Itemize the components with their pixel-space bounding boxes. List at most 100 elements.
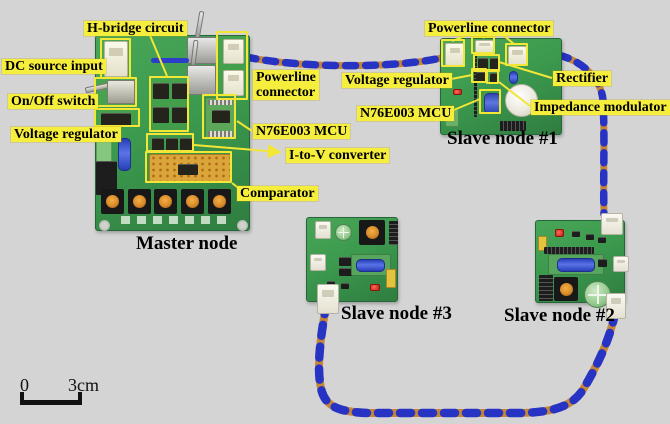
mosfet (172, 107, 188, 123)
silkscreen-text (121, 216, 233, 224)
bottom-header (500, 121, 526, 131)
box-s1-connector-right (505, 43, 528, 66)
push-button (101, 189, 124, 214)
toggle-lever-icon (194, 10, 205, 40)
label-powerline-master-line1: Powerline (256, 70, 316, 85)
electrolytic-capacitor (118, 138, 131, 171)
box-onoff-switch (94, 77, 137, 107)
onoff-switch-body (107, 80, 135, 104)
pin-header (208, 100, 233, 105)
mounting-hole (99, 220, 110, 231)
caption-slave-node-3: Slave node #3 (341, 303, 452, 324)
powerline-connector-bottom (317, 284, 339, 314)
pin-header (389, 221, 398, 245)
scale-bar-zero: 0 (20, 375, 29, 395)
label-h-bridge: H-bridge circuit (84, 21, 187, 37)
comparator-ic (178, 164, 198, 175)
connector (310, 254, 326, 271)
label-rectifier: Rectifier (553, 71, 612, 87)
ic-chip (586, 234, 594, 240)
label-onoff-switch: On/Off switch (8, 94, 99, 110)
box-comparator (145, 151, 232, 183)
label-comparator: Comparator (237, 186, 318, 202)
box-s1-mcu (479, 89, 501, 114)
label-powerline-master-line2: connector (256, 85, 316, 101)
label-dc-source: DC source input (2, 59, 106, 75)
toggle-switch (187, 65, 216, 95)
box-s1-connector-top (471, 36, 495, 54)
caption-master-node: Master node (136, 233, 238, 254)
yellow-header (538, 236, 547, 251)
mosfet (153, 107, 169, 123)
pin-header (544, 247, 594, 254)
scale-bar: 0 3cm (18, 375, 108, 411)
box-s1-impedance (486, 69, 499, 84)
ic-chip (572, 231, 580, 237)
blue-capacitor (356, 259, 385, 272)
box-s1-connector-left (441, 39, 465, 67)
dc-input-connector (104, 41, 128, 77)
box-powerline-master (216, 31, 248, 100)
red-led (555, 229, 564, 237)
slave-node-3-board (306, 217, 398, 314)
push-button (154, 189, 177, 214)
push-button (181, 189, 204, 214)
mosfet (172, 83, 188, 99)
relay-component (96, 161, 117, 195)
mcu-module (205, 97, 236, 139)
push-button (359, 220, 385, 245)
box-voltage-regulator-master (94, 108, 140, 127)
powerline-connector-top (601, 213, 623, 235)
box-i-to-v (146, 133, 194, 152)
voltage-regulator-chip (476, 72, 487, 82)
green-capacitor (335, 224, 352, 241)
sub-board (351, 254, 391, 276)
blue-jumper-wire (151, 58, 189, 63)
label-mcu-slave1: N76E003 MCU (357, 106, 455, 122)
voltage-regulator-chip (101, 113, 131, 126)
ic-chip (598, 259, 607, 267)
box-mcu-master (202, 94, 236, 139)
scale-bar-bracket (20, 392, 82, 405)
pin-header (208, 131, 233, 137)
yellow-jumper (386, 269, 396, 288)
rectifier-diode (478, 58, 488, 71)
connector (315, 221, 331, 239)
blue-capacitor (557, 258, 595, 272)
rectifier-diode (490, 58, 499, 71)
label-i-to-v: I-to-V converter (286, 148, 390, 164)
mcu-chip (212, 110, 230, 123)
powerline-connector-a (223, 39, 244, 64)
relay-component (152, 138, 164, 152)
ic-chip (341, 283, 349, 289)
push-button (128, 189, 151, 214)
wire-master-slave1-twist (242, 53, 450, 70)
impedance-modulator-chip (490, 73, 498, 84)
pin-header (539, 275, 553, 301)
label-mcu-master: N76E003 MCU (253, 124, 351, 140)
box-s1-voltage-regulator (471, 68, 487, 83)
powerline-connector-bottom (606, 293, 626, 319)
scale-bar-length: 3cm (68, 375, 99, 395)
slave-node-1-board (440, 38, 562, 135)
red-led (370, 284, 380, 291)
caption-slave-node-2: Slave node #2 (504, 305, 615, 326)
relay-component (180, 138, 192, 152)
ic-chip (598, 237, 606, 243)
blue-capacitor (509, 71, 518, 84)
red-led (453, 89, 462, 95)
connector (613, 256, 629, 272)
push-button (554, 277, 578, 301)
ic-chip (339, 257, 353, 266)
caption-slave-node-1: Slave node #1 (447, 128, 558, 149)
mosfet (153, 83, 169, 99)
label-powerline-master: Powerline connector (253, 70, 319, 101)
ic-chip (339, 268, 353, 276)
master-node-board (84, 10, 250, 231)
label-voltage-regulator-master: Voltage regulator (11, 127, 121, 143)
label-powerline-slave1: Powerline connector (425, 21, 554, 37)
push-button (208, 189, 231, 214)
slave-node-2-board (535, 213, 629, 319)
mounting-hole (237, 220, 248, 231)
